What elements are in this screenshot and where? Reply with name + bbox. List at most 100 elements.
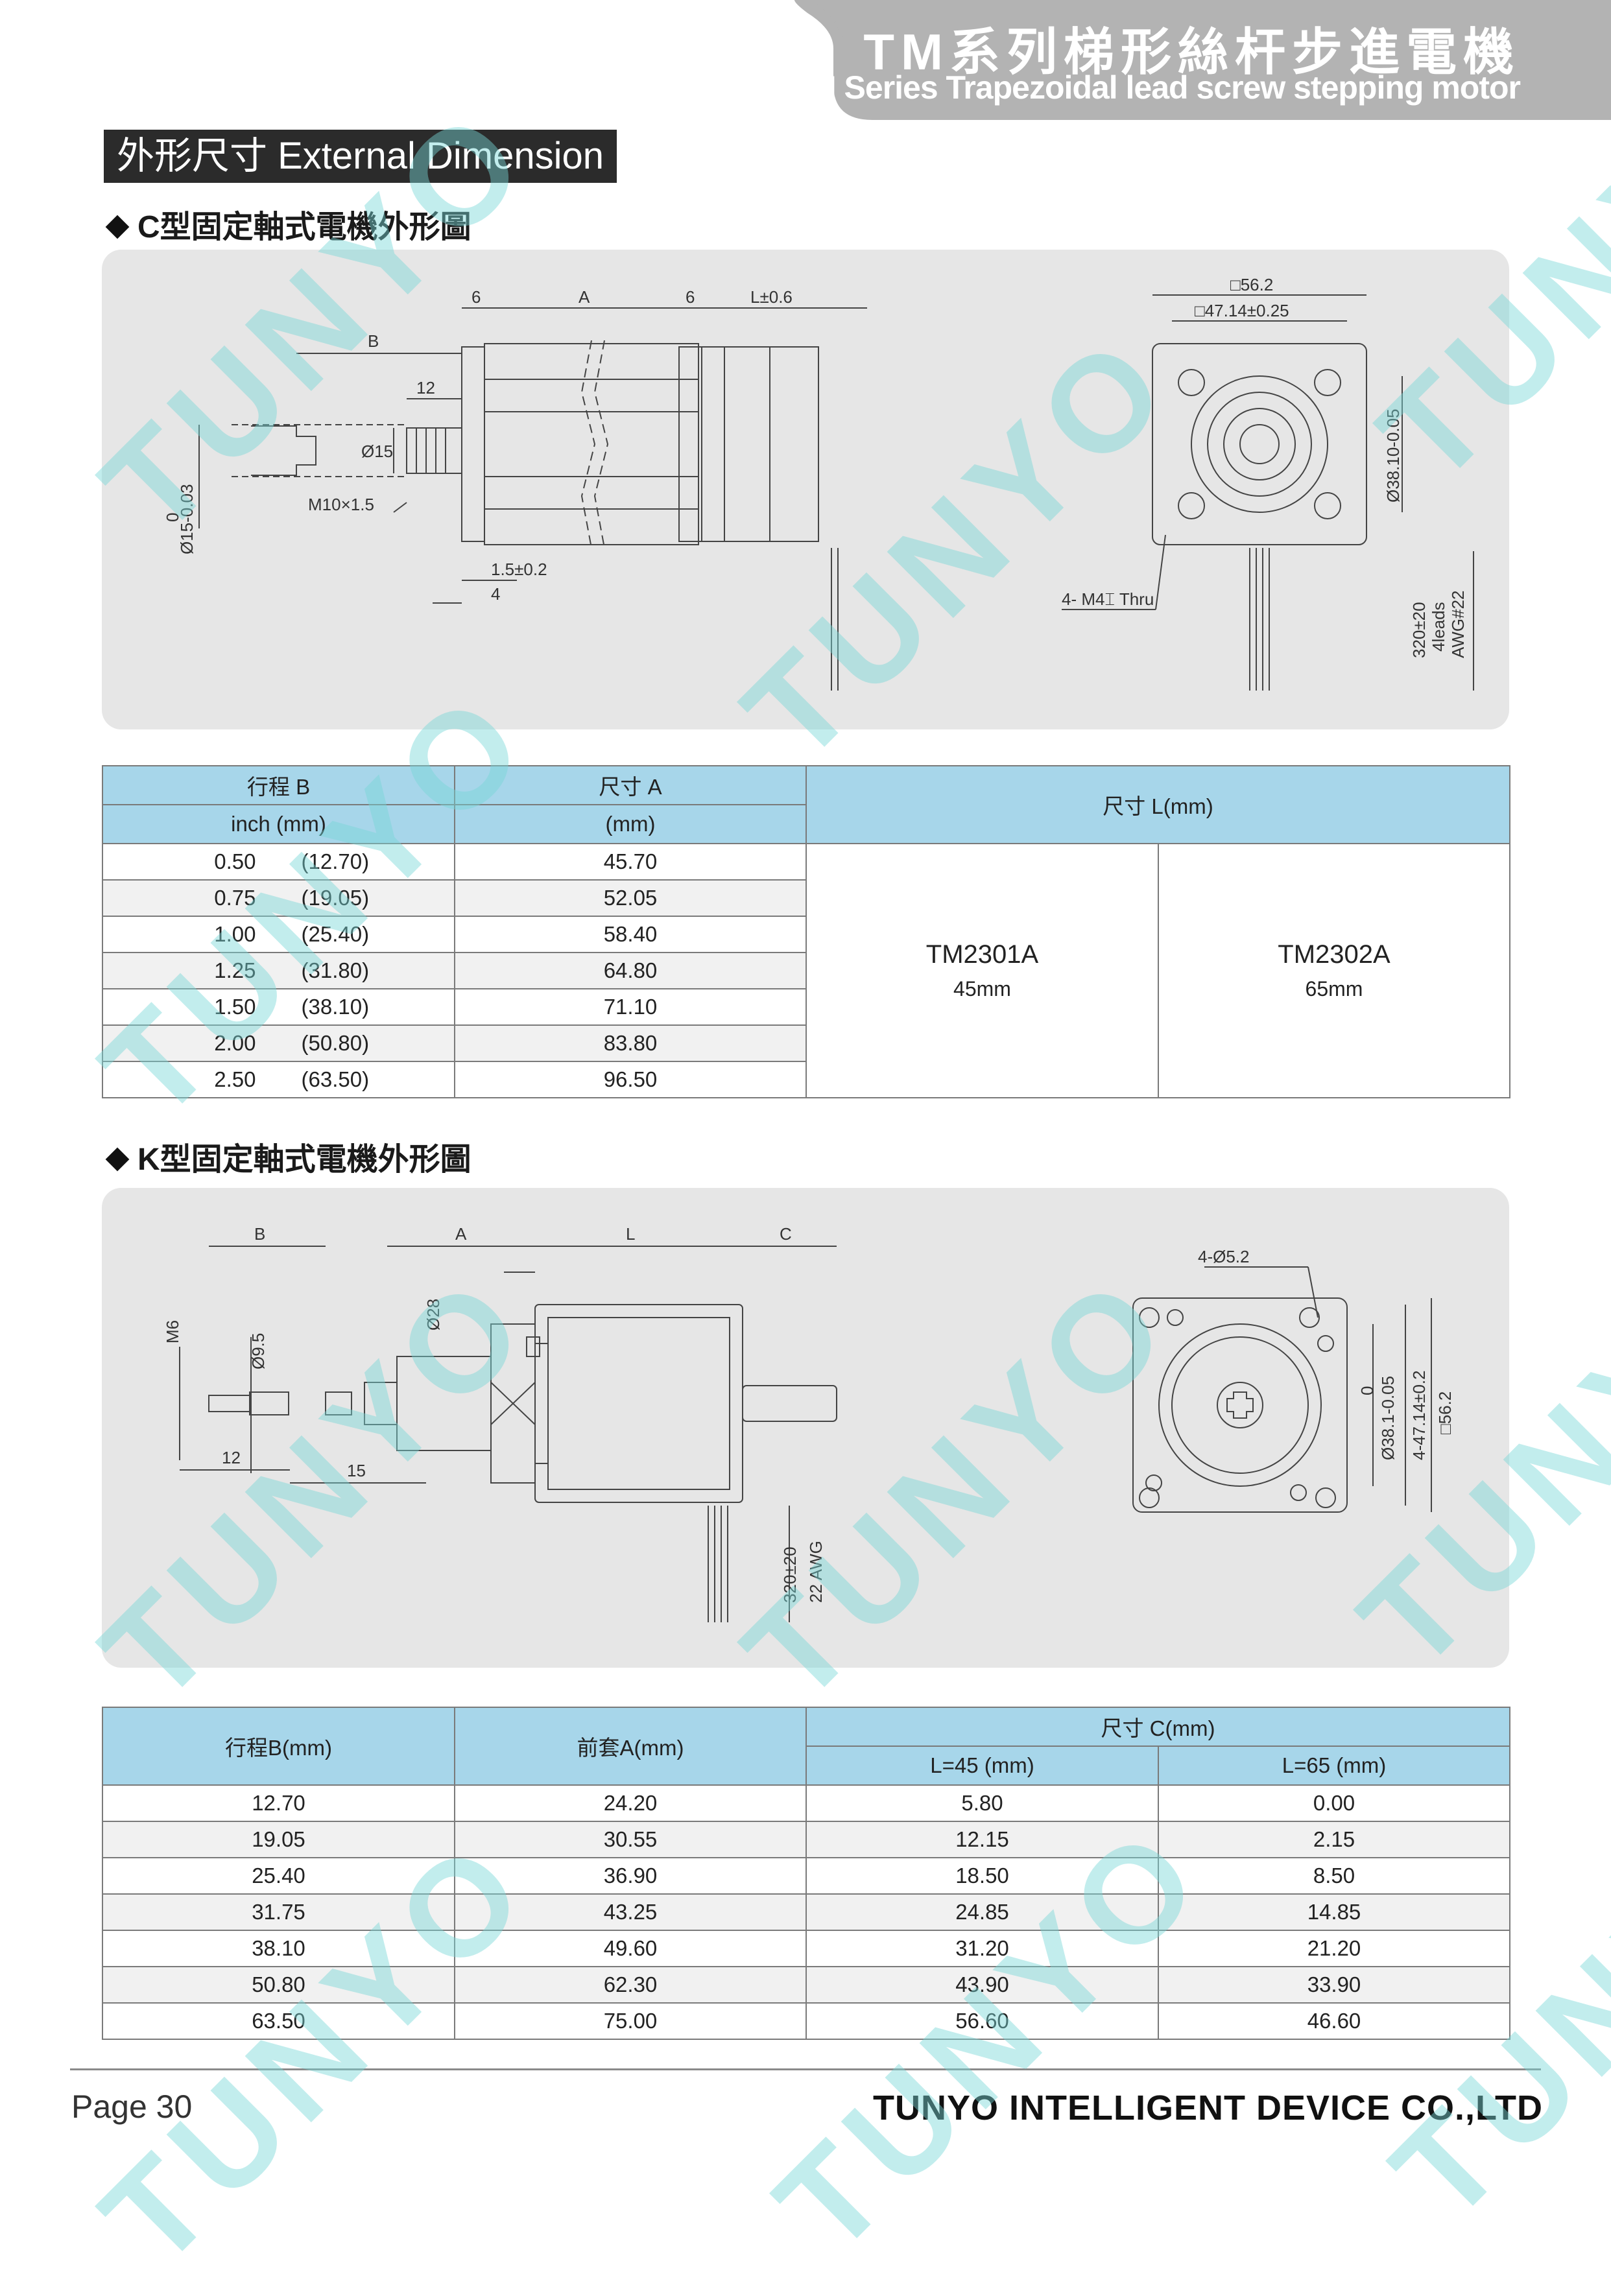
stroke-b: 19.05 <box>102 1821 455 1858</box>
model-length: 45mm <box>953 977 1011 1000</box>
dim-dia28: Ø28 <box>424 1299 443 1331</box>
dim-c-l45: 24.85 <box>806 1893 1159 1931</box>
stroke-mm: (38.10) <box>301 995 370 1019</box>
dim-a: A <box>455 1224 467 1244</box>
header-dim-c: 尺寸 C(mm) <box>806 1707 1510 1747</box>
c-type-title: C型固定軸式電機外形圖 <box>104 201 471 246</box>
c-type-drawing-panel: 6 A 6 L±0.6 B 12 Ø15 M10×1.5 Ø15-0.03 0 … <box>102 250 1509 729</box>
table-row: 2.50 (63.50) 96.50 <box>102 1061 1510 1098</box>
dim-sq56: □56.2 <box>1435 1391 1455 1434</box>
footer-divider <box>70 2068 1541 2070</box>
table-row: 1.00(25.40) 58.40 <box>102 916 1510 953</box>
table-row: 25.40 36.90 18.50 8.50 <box>102 1857 1510 1895</box>
dim-tolerance-zero: 0 <box>1357 1386 1377 1395</box>
k-type-title-text: K型固定軸式電機外形圖 <box>137 1142 471 1177</box>
dim-15: 15 <box>347 1461 366 1480</box>
header-title-chinese: TM系列梯形絲杆步進電機 <box>863 23 1520 80</box>
stroke-b: 50.80 <box>102 1966 455 2004</box>
dim-dia9-5: Ø9.5 <box>248 1333 268 1369</box>
dim-b: B <box>254 1224 265 1244</box>
stroke-inch: 1.25 <box>214 958 256 982</box>
stroke-inch: 0.50 <box>214 849 256 873</box>
table-row: 38.10 49.60 31.20 21.20 <box>102 1930 1510 1967</box>
header-stroke: 行程 B <box>102 765 455 805</box>
stroke-mm: (31.80) <box>301 958 370 982</box>
front-a: 49.60 <box>454 1930 807 1967</box>
page-number: Page 30 <box>71 2089 193 2125</box>
dim-c-l45: 5.80 <box>806 1784 1159 1822</box>
table-row: 1.25 (31.80) 64.80 <box>102 952 1510 989</box>
table-row: 2.00(50.80) 83.80 <box>102 1024 1510 1062</box>
table-row: 12.70 24.20 5.80 0.00 <box>102 1784 1510 1822</box>
header-dim-l: 尺寸 L(mm) <box>805 765 1511 844</box>
k-type-table: 行程B(mm) 前套A(mm) 尺寸 C(mm) L=45 (mm) L=65 … <box>102 1707 1510 2040</box>
dim-sq4714: □47.14±0.25 <box>1195 301 1289 320</box>
dim-leads: 4leads <box>1429 602 1448 652</box>
model-name: TM2302A <box>1278 940 1390 969</box>
dim-c-l65: 21.20 <box>1158 1930 1510 1967</box>
stroke-b: 25.40 <box>102 1857 455 1895</box>
table-row: 0.50(12.70) 45.70 TM2301A 45mm TM2302A 6… <box>102 843 1511 1098</box>
dim-a-value: 96.50 <box>454 1061 807 1098</box>
dim-c-l65: 0.00 <box>1158 1784 1510 1822</box>
dim-12: 12 <box>222 1448 241 1467</box>
header-title-english: TM Series Trapezoidal lead screw steppin… <box>790 69 1521 106</box>
dim-sq56: □56.2 <box>1230 275 1273 294</box>
stroke-inch: 1.50 <box>214 995 256 1019</box>
table-row: 0.75 (19.05) 52.05 <box>102 879 1510 917</box>
stroke-mm: (63.50) <box>301 1067 370 1091</box>
dim-a: A <box>579 287 590 307</box>
stroke-mm: (12.70) <box>301 849 370 873</box>
front-a: 75.00 <box>454 2002 807 2040</box>
model-tm2301a-cell: TM2301A 45mm <box>806 843 1159 1098</box>
stroke-inch: 2.50 <box>214 1067 256 1091</box>
table-row: 19.05 30.55 12.15 2.15 <box>102 1821 1510 1858</box>
k-type-title: K型固定軸式電機外形圖 <box>104 1133 471 1179</box>
front-a: 30.55 <box>454 1821 807 1858</box>
table-row: 63.50 75.00 56.60 46.60 <box>102 2002 1510 2040</box>
section-label: 外形尺寸 External Dimension <box>104 130 617 183</box>
dim-tolerance-zero: 0 <box>163 513 182 522</box>
stroke-inch: 0.75 <box>214 886 256 910</box>
stroke-mm: (19.05) <box>301 886 370 910</box>
dim-cable-length: 320±20 <box>1409 602 1429 658</box>
dim-c-l65: 33.90 <box>1158 1966 1510 2004</box>
dim-c-l65: 14.85 <box>1158 1893 1510 1931</box>
header-dim-a: 尺寸 A <box>454 765 807 805</box>
company-name: TUNYO INTELLIGENT DEVICE CO.,LTD <box>872 2089 1543 2127</box>
dim-4: 4 <box>491 584 500 604</box>
stroke-inch: 1.00 <box>214 922 256 946</box>
dim-a-value: 52.05 <box>454 879 807 917</box>
dim-c-l45: 56.60 <box>806 2002 1159 2040</box>
dim-c-l45: 31.20 <box>806 1930 1159 1967</box>
dim-1-5: 1.5±0.2 <box>491 560 547 579</box>
dim-c-l65: 2.15 <box>1158 1821 1510 1858</box>
model-length: 65mm <box>1305 977 1363 1000</box>
front-a: 62.30 <box>454 1966 807 2004</box>
dim-m6: M6 <box>163 1320 182 1343</box>
front-a: 36.90 <box>454 1857 807 1895</box>
front-a: 43.25 <box>454 1893 807 1931</box>
model-name: TM2301A <box>925 940 1039 969</box>
dim-47-14: 4-47.14±0.2 <box>1409 1370 1429 1460</box>
header-stroke-unit: inch (mm) <box>102 804 455 844</box>
dim-c-l65: 8.50 <box>1158 1857 1510 1895</box>
dim-dia38-1: Ø38.1-0.05 <box>1378 1376 1398 1460</box>
dim-l: L <box>626 1224 635 1244</box>
dim-m10: M10×1.5 <box>308 495 374 514</box>
dim-awg: AWG#22 <box>1448 590 1468 658</box>
k-type-drawing-panel: B A L C Ø28 M6 Ø9.5 12 15 320±20 22 AWG … <box>102 1188 1509 1668</box>
header-banner: TM系列梯形絲杆步進電機 TM Series Trapezoidal lead … <box>790 0 1611 120</box>
dim-12: 12 <box>416 378 435 397</box>
diamond-bullet-icon <box>105 1147 130 1172</box>
dim-dia15: Ø15 <box>361 442 393 461</box>
front-a: 24.20 <box>454 1784 807 1822</box>
header-l45: L=45 (mm) <box>806 1746 1159 1786</box>
c-type-table: 行程 B 尺寸 A 尺寸 L(mm) inch (mm) (mm) 0.50(1… <box>102 765 1511 1098</box>
table-row: 31.75 43.25 24.85 14.85 <box>102 1893 1510 1931</box>
dim-a-value: 64.80 <box>454 952 807 989</box>
header-stroke: 行程B(mm) <box>102 1707 455 1786</box>
model-tm2302a-cell: TM2302A 65mm <box>1157 843 1511 1098</box>
diamond-bullet-icon <box>105 215 130 239</box>
stroke-inch: 2.00 <box>214 1031 256 1055</box>
